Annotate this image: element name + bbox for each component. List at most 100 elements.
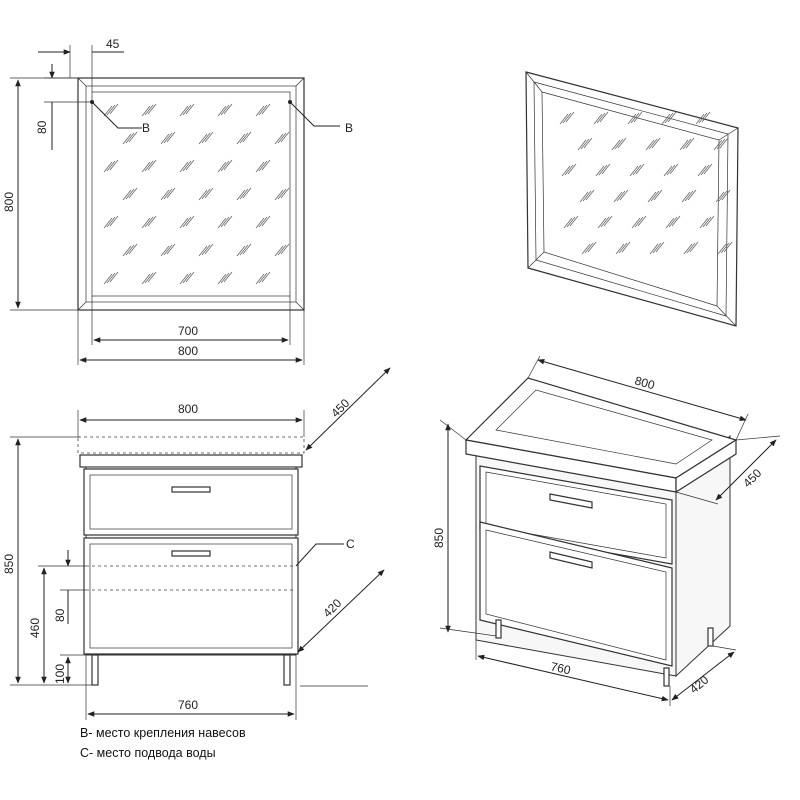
reflection-stroke xyxy=(261,215,271,227)
mirror-outer-frame xyxy=(77,77,305,311)
reflection-stroke xyxy=(198,189,208,201)
reflection-stroke xyxy=(564,164,574,176)
reflection-stroke xyxy=(179,217,189,229)
persp-leg-back-right xyxy=(707,627,714,647)
persp-drawer-2-handle xyxy=(549,551,593,569)
reflection-stroke xyxy=(663,165,673,177)
reflection-stroke xyxy=(223,271,233,283)
reflection-stroke xyxy=(587,241,597,253)
cabinet-leg-right xyxy=(283,654,291,686)
reflection-stroke xyxy=(255,161,265,173)
reflection-stroke xyxy=(144,272,154,284)
reflection-stroke xyxy=(163,188,173,200)
dim-cabinet-base-depth-420: 420 xyxy=(320,596,344,620)
reflection-stroke xyxy=(103,273,113,285)
reflection-stroke xyxy=(630,112,640,124)
reflection-stroke xyxy=(701,111,711,123)
reflection-stroke xyxy=(632,164,642,176)
reflection-stroke xyxy=(128,243,138,255)
reflection-stroke xyxy=(665,217,675,229)
reflection-stroke xyxy=(666,164,676,176)
reflection-stroke xyxy=(697,165,707,177)
reflection-stroke xyxy=(144,160,154,172)
reflection-stroke xyxy=(687,189,697,201)
legend-water-inlet: С- место подвода воды xyxy=(80,746,216,760)
reflection-stroke xyxy=(611,139,621,151)
reflection-stroke xyxy=(599,111,609,123)
reflection-stroke xyxy=(163,244,173,256)
reflection-stroke xyxy=(160,245,170,257)
reflection-stroke xyxy=(261,159,271,171)
cabinet-front-dimensions: 800 450 850 460 80 100 420 760 C xyxy=(2,367,391,720)
reflection-stroke xyxy=(236,245,246,257)
reflection-stroke xyxy=(242,187,252,199)
mirror-glass xyxy=(91,91,291,297)
reflection-stroke xyxy=(185,215,195,227)
reflection-stroke xyxy=(220,216,230,228)
reflection-stroke xyxy=(182,272,192,284)
dim-persp-depth-450: 450 xyxy=(740,466,764,490)
reflection-stroke xyxy=(166,131,176,143)
mirror-front-view xyxy=(77,77,305,311)
reflection-stroke xyxy=(217,217,227,229)
reflection-stroke xyxy=(686,242,696,254)
reflection-stroke xyxy=(277,188,287,200)
reflection-stroke xyxy=(700,164,710,176)
reflection-stroke xyxy=(655,241,665,253)
reflection-stroke xyxy=(258,104,268,116)
reflection-stroke xyxy=(601,163,611,175)
reflection-stroke xyxy=(125,244,135,256)
reflection-stroke xyxy=(223,159,233,171)
reflection-stroke xyxy=(569,215,579,227)
mirror-frame-bevel xyxy=(85,85,297,303)
reflection-stroke xyxy=(617,137,627,149)
reflection-stroke xyxy=(718,190,728,202)
reflection-stroke xyxy=(261,271,271,283)
cabinet-drawer-1 xyxy=(83,468,299,536)
reflection-stroke xyxy=(236,133,246,145)
reflection-stroke xyxy=(682,138,692,150)
reflection-stroke xyxy=(179,105,189,117)
mirror-dimensions: 45 80 800 700 800 B B xyxy=(2,37,353,365)
reflection-stroke xyxy=(683,243,693,255)
reflection-stroke xyxy=(580,138,590,150)
cabinet-leg-left xyxy=(91,654,99,686)
reflection-stroke xyxy=(103,217,113,229)
reflection-stroke xyxy=(274,133,284,145)
reflection-stroke xyxy=(614,138,624,150)
reflection-stroke xyxy=(618,242,628,254)
reflection-stroke xyxy=(621,241,631,253)
dim-persp-base-width-760: 760 xyxy=(549,659,572,677)
reflection-stroke xyxy=(652,242,662,254)
reflection-stroke xyxy=(166,243,176,255)
reflection-stroke xyxy=(223,103,233,115)
reflection-stroke xyxy=(179,273,189,285)
reflection-stroke xyxy=(717,243,727,255)
reflection-stroke xyxy=(650,190,660,202)
reflection-stroke xyxy=(562,112,572,124)
reflection-stroke xyxy=(147,159,157,171)
cabinet-front-view xyxy=(77,436,305,686)
reflection-stroke xyxy=(603,215,613,227)
reflection-stroke xyxy=(635,163,645,175)
reflection-stroke xyxy=(223,215,233,227)
reflection-stroke xyxy=(721,189,731,201)
reflection-stroke xyxy=(185,271,195,283)
cabinet-perspective-view xyxy=(464,377,738,687)
reflection-stroke xyxy=(103,161,113,173)
reflection-stroke xyxy=(261,103,271,115)
reflection-stroke xyxy=(649,243,659,255)
reflection-stroke xyxy=(274,245,284,257)
reflection-stroke xyxy=(258,272,268,284)
reflection-stroke xyxy=(185,103,195,115)
reflection-stroke xyxy=(595,165,605,177)
reflection-stroke xyxy=(596,112,606,124)
reflection-stroke xyxy=(182,216,192,228)
reflection-stroke xyxy=(566,216,576,228)
reflection-stroke xyxy=(255,105,265,117)
reflection-stroke xyxy=(204,187,214,199)
reflection-stroke xyxy=(109,271,119,283)
reflection-stroke xyxy=(185,159,195,171)
reflection-stroke xyxy=(239,132,249,144)
reflection-stroke xyxy=(280,131,290,143)
